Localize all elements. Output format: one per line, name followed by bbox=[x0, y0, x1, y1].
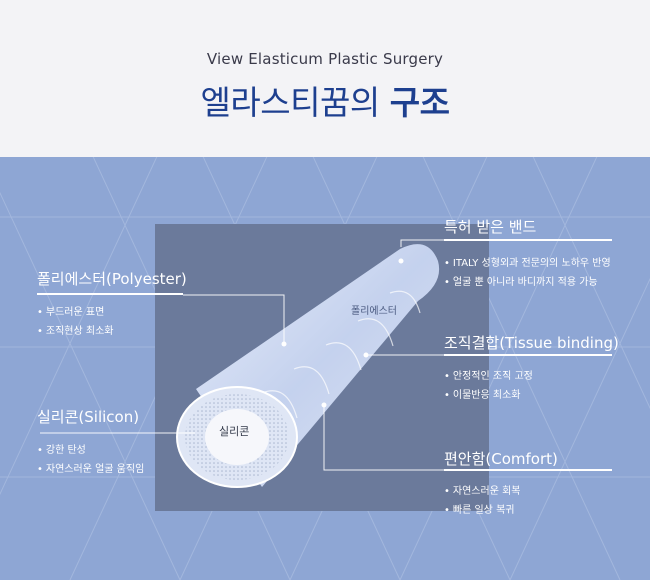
list-item: 부드러운 표면 bbox=[37, 303, 114, 322]
silicon-heading: 실리콘(Silicon) bbox=[37, 408, 140, 426]
list-item: 이물반응 최소화 bbox=[444, 386, 533, 405]
polyester-rule bbox=[37, 293, 183, 295]
tissue-rule bbox=[444, 354, 612, 356]
silicon-bullets: 강한 탄성 자연스러운 얼굴 움직임 bbox=[37, 441, 144, 479]
polyester-tag: 폴리에스터 bbox=[351, 306, 397, 317]
tissue-bullets: 안정적인 조직 고정 이물반응 최소화 bbox=[444, 367, 533, 405]
connector-comfort bbox=[323, 405, 444, 471]
list-item: 얼굴 뿐 아니라 바디까지 적용 가능 bbox=[444, 273, 611, 292]
connector-polyester bbox=[183, 294, 285, 344]
list-item: 조직현상 최소화 bbox=[37, 322, 114, 341]
comfort-heading: 편안함(Comfort) bbox=[444, 450, 558, 468]
page-title: 엘라스티꿈의 구조 bbox=[0, 76, 650, 124]
silicon-core-tag: 실리콘 bbox=[219, 425, 250, 438]
comfort-bullets: 자연스러운 회복 빠른 일상 복귀 bbox=[444, 482, 521, 520]
connector-band bbox=[400, 239, 444, 247]
band-bullets: ITALY 성형외과 전문의의 노하우 반영 얼굴 뿐 아니라 바디까지 적용 … bbox=[444, 254, 611, 292]
page-title-main: 엘라스티꿈의 bbox=[200, 83, 381, 122]
list-item: 자연스러운 회복 bbox=[444, 482, 521, 501]
list-item: 강한 탄성 bbox=[37, 441, 144, 460]
comfort-rule bbox=[444, 469, 612, 471]
list-item: ITALY 성형외과 전문의의 노하우 반영 bbox=[444, 254, 611, 273]
implant-tube bbox=[176, 244, 440, 488]
page-subtitle: View Elasticum Plastic Surgery bbox=[206, 50, 444, 68]
header: View Elasticum Plastic Surgery 엘라스티꿈의 구조 bbox=[0, 0, 650, 157]
page-title-bold: 구조 bbox=[389, 83, 450, 122]
list-item: 자연스러운 얼굴 움직임 bbox=[37, 460, 144, 479]
band-rule bbox=[444, 239, 612, 241]
implant-illustration bbox=[40, 239, 444, 488]
tissue-heading: 조직결합(Tissue binding) bbox=[444, 334, 619, 352]
list-item: 안정적인 조직 고정 bbox=[444, 367, 533, 386]
structure-diagram: 폴리에스터 실리콘 폴리에스터(Polyester) 부드러운 표면 조직현상 … bbox=[0, 157, 650, 580]
polyester-heading: 폴리에스터(Polyester) bbox=[37, 270, 187, 288]
band-heading: 특허 받은 밴드 bbox=[444, 218, 537, 236]
list-item: 빠른 일상 복귀 bbox=[444, 501, 521, 520]
polyester-bullets: 부드러운 표면 조직현상 최소화 bbox=[37, 303, 114, 341]
